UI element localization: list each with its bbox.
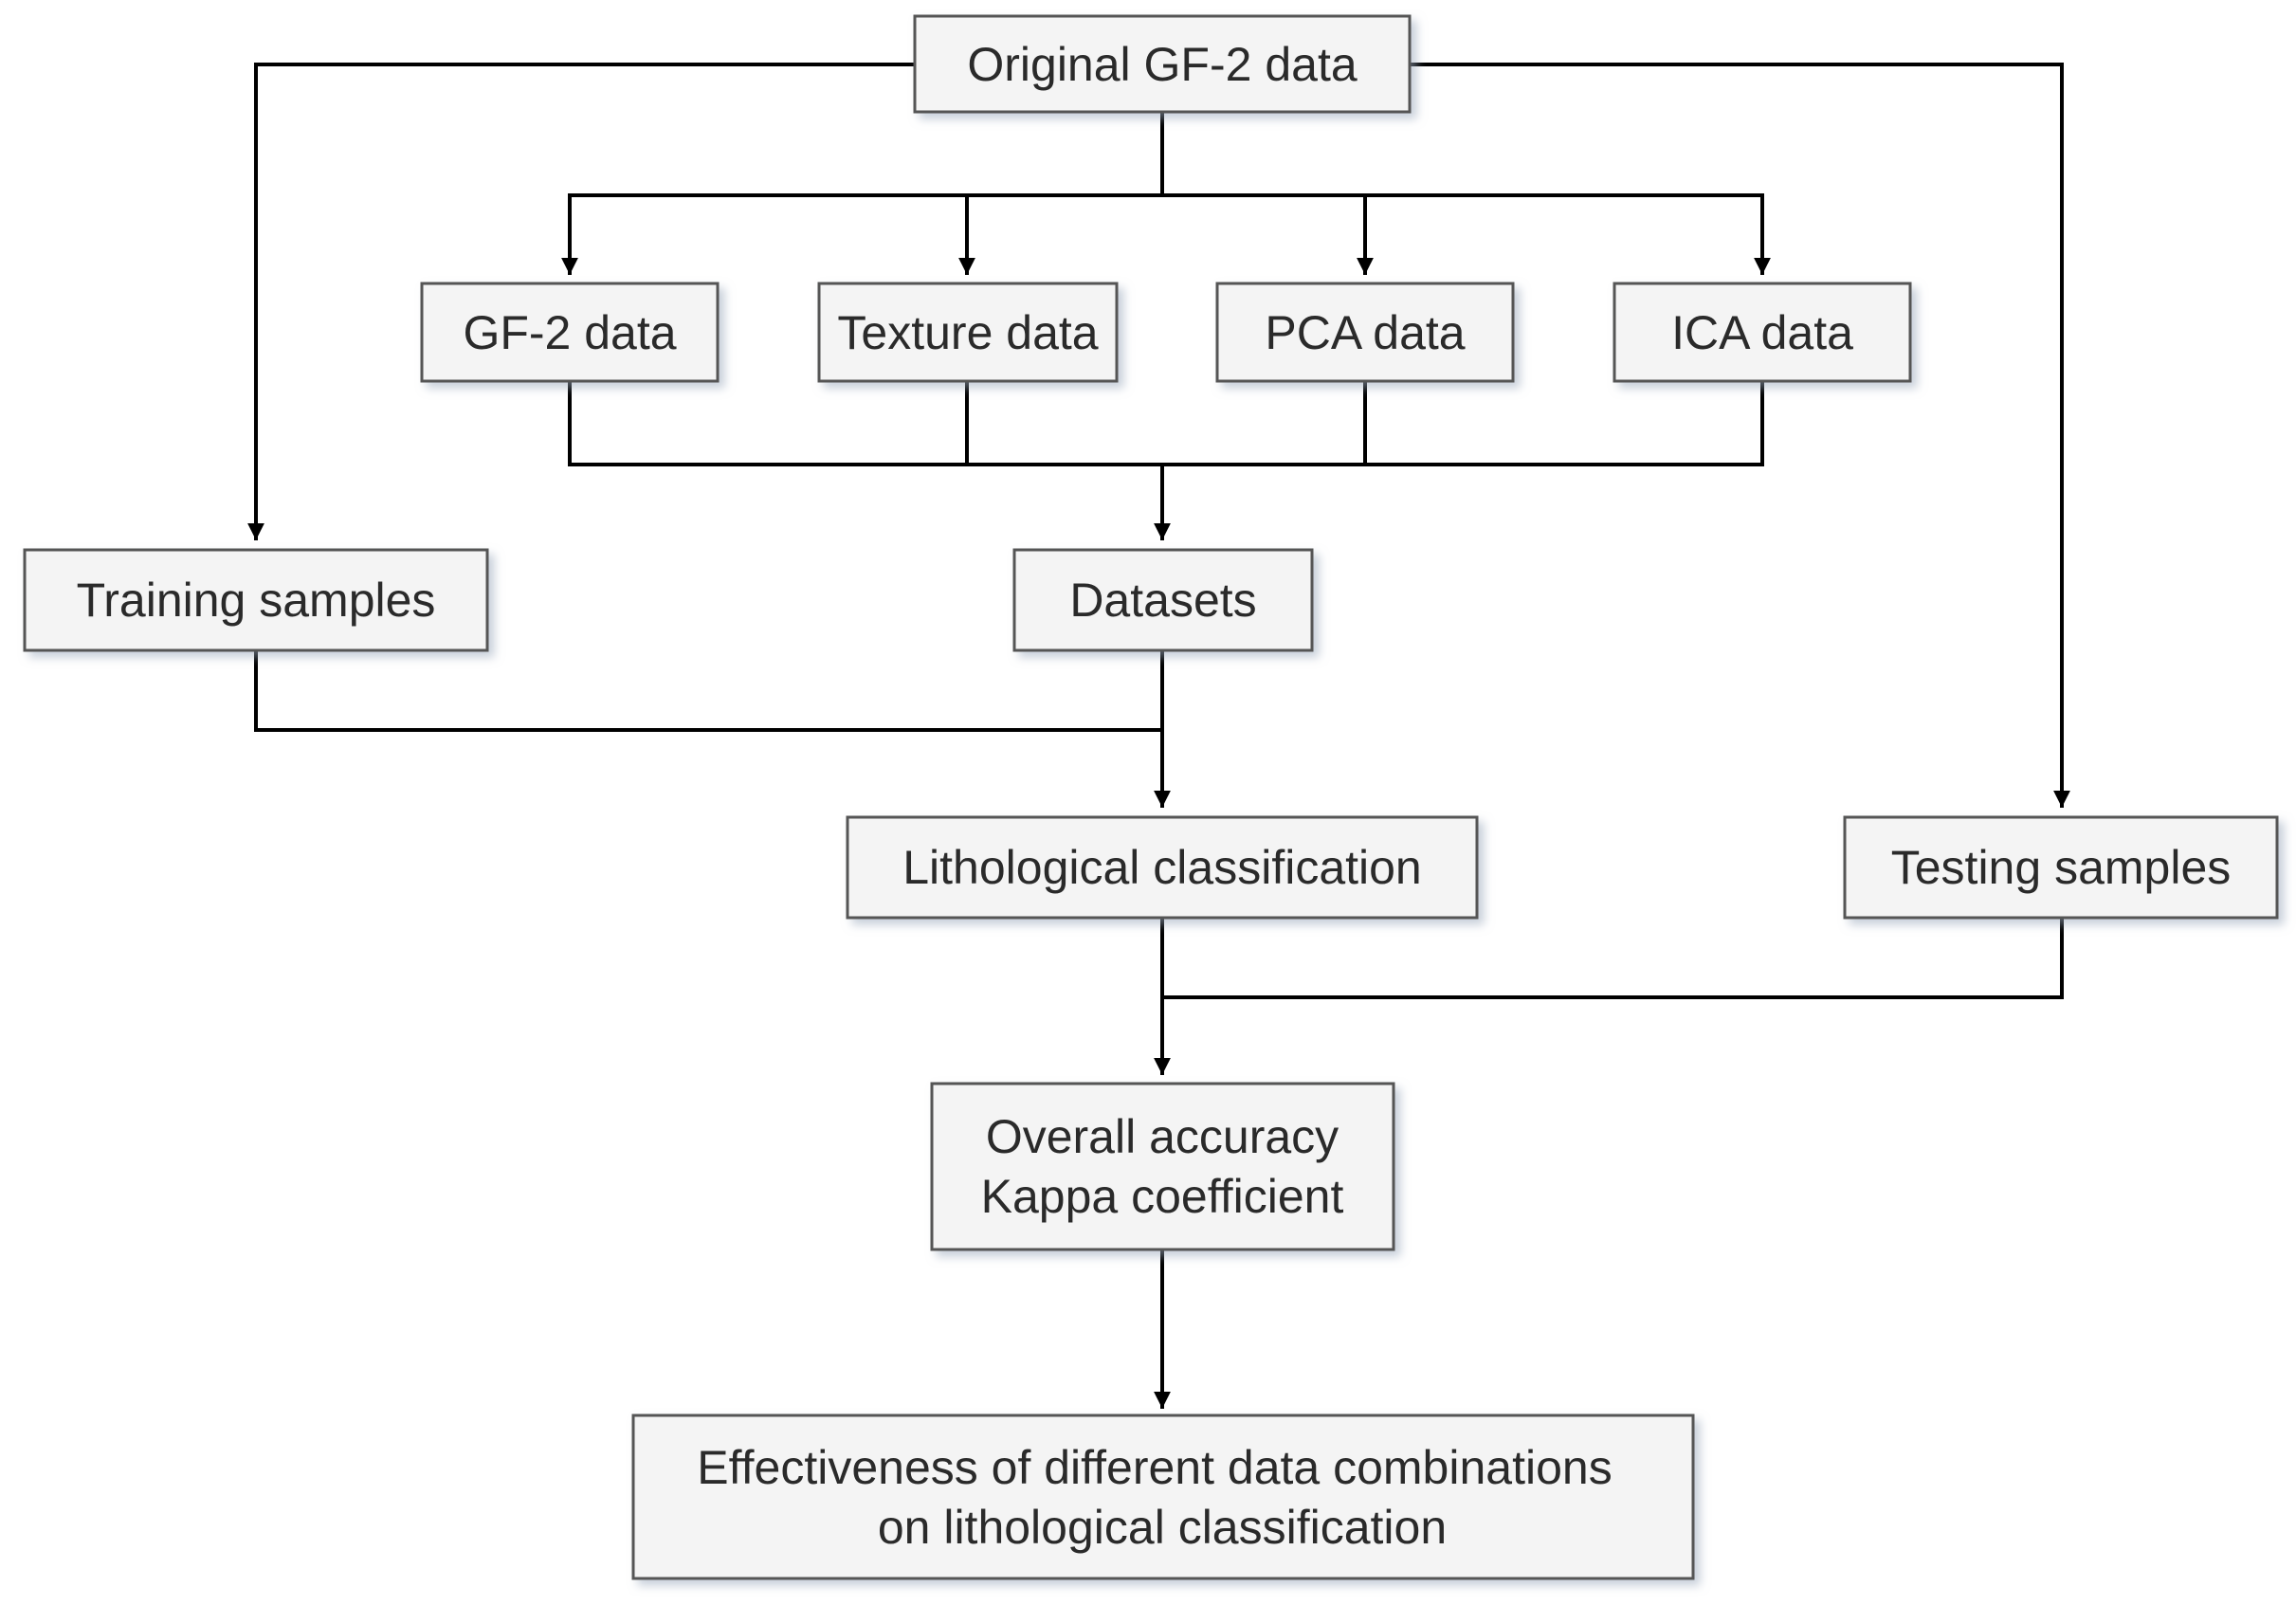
node-datasets: Datasets [1012,548,1314,652]
node-label: GF-2 data [463,306,676,359]
node-testing-samples: Testing samples [1843,815,2279,920]
node-label-line-2: on lithological classification [878,1501,1447,1554]
connectors [247,63,2070,1409]
node-original-gf2-data: Original GF-2 data [913,14,1412,114]
connector-testing-to-join [1160,916,2064,999]
node-label: Training samples [77,574,436,627]
node-ica-data: ICA data [1613,282,1912,383]
connector-original-to-training [247,63,917,540]
node-gf2-data: GF-2 data [420,282,720,383]
connector-original-to-testing [1408,63,2070,808]
node-label: Testing samples [1891,841,2232,894]
node-pca-data: PCA data [1215,282,1515,383]
node-label: PCA data [1265,306,1465,359]
node-label-line-2: Kappa coefficient [981,1170,1344,1223]
node-label-line-1: Overall accuracy [986,1110,1339,1163]
node-label: ICA data [1671,306,1853,359]
node-training-samples: Training samples [23,548,489,652]
node-effectiveness: Effectiveness of different data combinat… [631,1413,1695,1580]
node-lithological-classification: Lithological classification [846,815,1479,920]
node-accuracy-metrics: Overall accuracy Kappa coefficient [930,1082,1395,1251]
node-texture-data: Texture data [817,282,1119,383]
connector-training-to-join [254,648,1164,732]
node-label: Lithological classification [902,841,1422,894]
node-label: Datasets [1069,574,1256,627]
node-label-line-1: Effectiveness of different data combinat… [697,1441,1612,1494]
node-label: Texture data [837,306,1098,359]
node-label: Original GF-2 data [967,38,1357,91]
